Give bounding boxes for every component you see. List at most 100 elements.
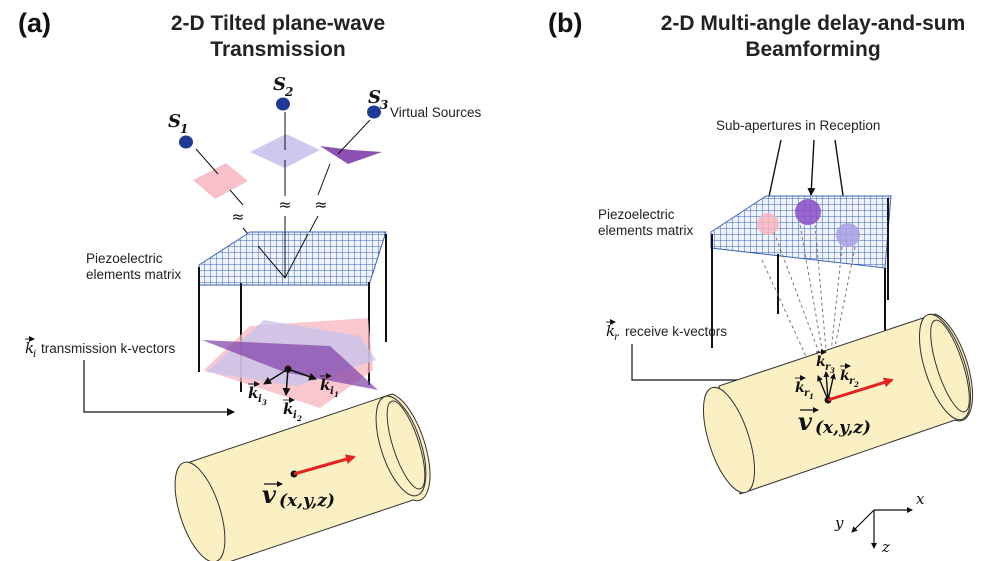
x-axis-label: x	[916, 490, 925, 508]
kvec-label-r3: k r 3	[816, 349, 835, 375]
source-s1-base: S	[168, 111, 181, 132]
kvec-r-arrow	[823, 371, 830, 401]
ki-text: transmission k-vectors	[41, 341, 176, 356]
kvec-r-arrow	[817, 375, 829, 401]
panel-a-label: (a)	[18, 8, 51, 38]
matrix-b-label-line1: Piezoelectric	[598, 207, 675, 222]
kvec-r3-sub: r	[825, 362, 831, 373]
velocity-a-args: (x,y,z)	[279, 491, 335, 511]
subapertures-label: Sub-apertures in Reception	[716, 118, 880, 133]
kr-text: receive k-vectors	[625, 324, 727, 339]
virtual-source-s1: S 1	[168, 111, 193, 149]
virtual-source-s3: S 3	[367, 87, 388, 119]
receive-kvec-label: k r receive k-vectors	[606, 319, 727, 343]
subaperture-arrow-2	[807, 139, 816, 196]
tilted-plane-lavender	[250, 134, 320, 168]
kvec-i2-subsub: 2	[296, 414, 302, 423]
source-line	[317, 163, 331, 196]
kvec-r2-subsub: 2	[853, 380, 859, 389]
velocity-arrow-b	[827, 377, 894, 402]
coordinate-axes: x y z	[834, 490, 925, 556]
velocity-b-symbol: v	[798, 407, 813, 436]
kvec-r3-subsub: 3	[830, 366, 835, 375]
tilted-plane-pink	[193, 163, 248, 199]
kvec-arrow-2	[282, 368, 291, 396]
source-line	[195, 148, 219, 175]
vessel-cylinder-a	[174, 393, 431, 561]
kvec-i1-base: k	[320, 376, 330, 394]
panel-b-label: (b)	[548, 8, 582, 38]
source-s1-sub: 1	[180, 122, 188, 136]
kvec-i1-sub: i	[330, 386, 334, 397]
y-axis-label: y	[834, 514, 844, 532]
kvec-i3-subsub: 3	[262, 398, 267, 407]
ki-symbol: k	[25, 339, 34, 357]
vessel-cylinder-b	[702, 313, 974, 495]
source-s2-sub: 2	[284, 85, 293, 99]
subaperture-arrow-1	[764, 139, 782, 207]
subaperture-pink	[757, 213, 779, 235]
kvec-label-r2: k r 2	[840, 363, 859, 389]
kvec-r1-subsub: 1	[809, 392, 814, 401]
kvec-arrow-1	[287, 368, 317, 381]
kvec-arrow-3	[263, 368, 289, 385]
matrix-a-label-line2: elements matrix	[86, 267, 182, 282]
velocity-label-b: v (x,y,z)	[798, 407, 871, 438]
kvec-pointer-a	[83, 360, 235, 416]
kvec-label-r1: k r 1	[795, 375, 814, 401]
kvec-i2-sub: i	[293, 410, 297, 421]
panel-a-title-line2: Transmission	[210, 38, 345, 61]
velocity-arrow-a	[293, 454, 356, 476]
z-axis-label: z	[881, 538, 890, 556]
source-s3-sub: 3	[380, 98, 388, 112]
source-s2-base: S	[273, 74, 286, 95]
approx-symbol: ≈	[314, 195, 327, 214]
panel-b-title-line2: Beamforming	[745, 38, 880, 61]
kr-symbol: k	[606, 322, 615, 340]
kvec-i2-base: k	[283, 400, 293, 418]
velocity-label-a: v (x,y,z)	[262, 480, 335, 511]
kvec-r2-sub: r	[849, 376, 855, 387]
kvec-r3-base: k	[816, 354, 826, 370]
receive-line	[814, 224, 829, 373]
approx-symbol: ≈	[278, 195, 291, 214]
kvec-r2-base: k	[840, 368, 850, 384]
y-axis-arrow	[851, 509, 875, 533]
kvec-r1-sub: r	[804, 388, 810, 399]
receive-line	[761, 259, 815, 375]
kvec-r-arrow	[827, 373, 836, 401]
kvec-i3-base: k	[248, 384, 258, 402]
matrix-b-label-line2: elements matrix	[598, 223, 694, 238]
source-dot	[276, 97, 290, 111]
source-dot	[367, 105, 381, 119]
source-s3-base: S	[368, 87, 381, 108]
source-dot	[179, 135, 193, 149]
panel-b-title-line1: 2-D Multi-angle delay-and-sum	[661, 12, 966, 35]
velocity-a-symbol: v	[262, 480, 277, 509]
kvec-pointer-b	[631, 344, 773, 384]
panel-a-title-line1: 2-D Tilted plane-wave	[171, 12, 385, 35]
receive-line	[799, 224, 827, 373]
receive-line	[773, 231, 828, 375]
matrix-a-label-line1: Piezoelectric	[86, 251, 163, 266]
kvec-label-i1: k i 1	[320, 373, 339, 399]
virtual-sources-label: Virtual Sources	[390, 105, 482, 120]
kvec-label-i3: k i 3	[248, 381, 267, 407]
kvec-label-i2: k i 2	[283, 397, 302, 423]
kvec-i1-subsub: 1	[334, 390, 339, 399]
source-line	[229, 189, 244, 206]
kvec-r1-base: k	[795, 380, 805, 396]
kvec-i3-sub: i	[258, 394, 262, 405]
piezo-matrix-a	[198, 231, 387, 286]
subaperture-purple	[795, 199, 821, 225]
subaperture-lavender	[836, 223, 860, 247]
transmission-kvec-label: k i transmission k-vectors	[25, 336, 176, 360]
plane-wave-purple	[202, 340, 378, 390]
source-line	[337, 119, 371, 155]
ki-sub: i	[33, 349, 36, 360]
tilted-plane-purple	[320, 146, 382, 164]
approx-symbol: ≈	[231, 207, 244, 226]
velocity-b-args: (x,y,z)	[815, 418, 871, 438]
